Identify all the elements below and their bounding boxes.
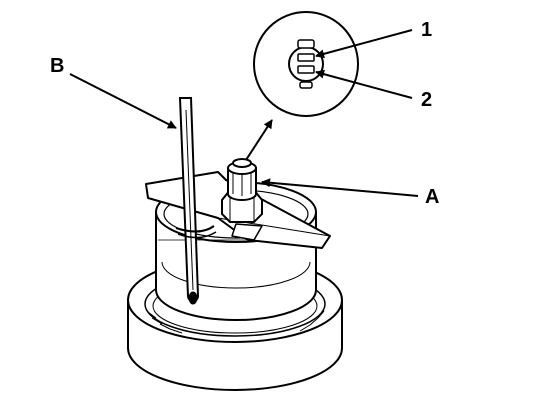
thermometer [175, 97, 217, 305]
leader-line-2 [315, 69, 413, 99]
thermostat-switch [221, 158, 263, 223]
label-terminal-2: 2 [421, 89, 432, 111]
heater-base-hatching [147, 310, 325, 334]
leader-line-b [69, 73, 177, 129]
label-terminal-1: 1 [421, 19, 432, 41]
detail-view-arrow [245, 119, 273, 161]
leader-line-a [261, 178, 419, 197]
label-thermometer-b: B [50, 55, 64, 77]
leader-line-1 [315, 29, 413, 59]
connector-detail-view [253, 11, 359, 117]
label-component-a: A [425, 186, 439, 208]
